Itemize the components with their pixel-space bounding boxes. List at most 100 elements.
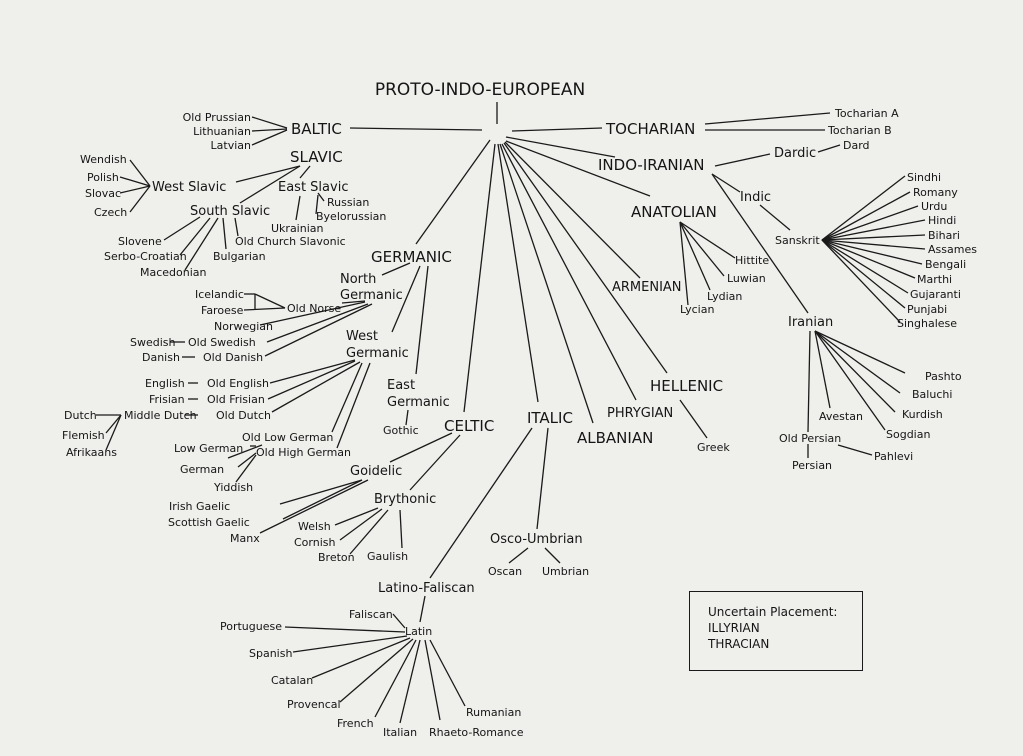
- node-osco-umbrian: Osco-Umbrian: [490, 532, 583, 547]
- node-ukrainian: Ukrainian: [271, 222, 324, 235]
- node-tocharian: TOCHARIAN: [605, 120, 695, 138]
- node-english: English: [145, 377, 185, 390]
- node-catalan: Catalan: [271, 674, 313, 687]
- node-south-slavic: South Slavic: [190, 204, 270, 219]
- node-portuguese: Portuguese: [220, 620, 282, 633]
- node-rumanian: Rumanian: [466, 706, 521, 719]
- node-dard: Dard: [843, 139, 870, 152]
- node-slavic: SLAVIC: [290, 148, 343, 166]
- node-old-norse: Old Norse: [287, 302, 341, 315]
- node-labels: PROTO-INDO-EUROPEAN Old Prussian Lithuan…: [62, 80, 977, 739]
- uncertain-item-illyrian: ILLYRIAN: [708, 621, 760, 635]
- node-german: German: [180, 463, 224, 476]
- node-swedish: Swedish: [130, 336, 176, 349]
- node-irish-gaelic: Irish Gaelic: [169, 500, 230, 513]
- uncertain-item-thracian: THRACIAN: [708, 637, 770, 651]
- node-low-german: Low German: [174, 442, 243, 455]
- node-rhaeto-romance: Rhaeto-Romance: [429, 726, 524, 739]
- node-norwegian: Norwegian: [214, 320, 273, 333]
- node-brythonic: Brythonic: [374, 492, 436, 507]
- node-bulgarian: Bulgarian: [213, 250, 266, 263]
- node-bengali: Bengali: [925, 258, 966, 271]
- node-goidelic: Goidelic: [350, 464, 402, 479]
- node-assames: Assames: [928, 243, 977, 256]
- node-faroese: Faroese: [201, 304, 244, 317]
- node-pahlevi: Pahlevi: [874, 450, 913, 463]
- node-latvian: Latvian: [211, 139, 251, 152]
- node-scottish-gaelic: Scottish Gaelic: [168, 516, 250, 529]
- node-spanish: Spanish: [249, 647, 292, 660]
- node-gaulish: Gaulish: [367, 550, 408, 563]
- node-slovac: Slovac: [85, 187, 121, 200]
- uncertain-placement-title: Uncertain Placement:: [708, 605, 838, 619]
- node-phrygian: PHRYGIAN: [607, 406, 673, 421]
- node-east-germanic-line1: East: [387, 378, 415, 393]
- node-yiddish: Yiddish: [213, 481, 253, 494]
- node-north-germanic-line2: Germanic: [340, 288, 403, 303]
- node-hindi: Hindi: [928, 214, 956, 227]
- node-slovene: Slovene: [118, 235, 162, 248]
- node-armenian: ARMENIAN: [612, 280, 682, 295]
- node-iranian: Iranian: [788, 315, 833, 330]
- node-manx: Manx: [230, 532, 260, 545]
- node-persian: Persian: [792, 459, 832, 472]
- node-romany: Romany: [913, 186, 958, 199]
- node-italic: ITALIC: [527, 409, 573, 427]
- node-avestan: Avestan: [819, 410, 863, 423]
- node-sanskrit: Sanskrit: [775, 234, 820, 247]
- node-old-english: Old English: [207, 377, 269, 390]
- node-welsh: Welsh: [298, 520, 331, 533]
- node-byelorussian: Byelorussian: [316, 210, 386, 223]
- node-middle-dutch: Middle Dutch: [124, 409, 197, 422]
- node-lydian: Lydian: [707, 290, 742, 303]
- node-afrikaans: Afrikaans: [66, 446, 117, 459]
- node-north-germanic-line1: North: [340, 272, 376, 287]
- node-frisian: Frisian: [149, 393, 185, 406]
- node-latin: Latin: [405, 625, 432, 638]
- node-anatolian: ANATOLIAN: [631, 203, 717, 221]
- node-latino-faliscan: Latino-Faliscan: [378, 581, 475, 596]
- node-breton: Breton: [318, 551, 355, 564]
- node-russian: Russian: [327, 196, 369, 209]
- node-italian: Italian: [383, 726, 417, 739]
- node-urdu: Urdu: [921, 200, 947, 213]
- node-pashto: Pashto: [925, 370, 962, 383]
- node-danish: Danish: [142, 351, 180, 364]
- node-gothic: Gothic: [383, 424, 419, 437]
- node-macedonian: Macedonian: [140, 266, 207, 279]
- node-hellenic: HELLENIC: [650, 377, 723, 395]
- node-faliscan: Faliscan: [349, 608, 393, 621]
- node-gujaranti: Gujaranti: [910, 288, 961, 301]
- node-albanian: ALBANIAN: [577, 429, 653, 447]
- node-polish: Polish: [87, 171, 119, 184]
- node-lycian: Lycian: [680, 303, 714, 316]
- node-old-church-slavonic: Old Church Slavonic: [235, 235, 346, 248]
- node-hittite: Hittite: [735, 254, 769, 267]
- node-tocharian-b: Tocharian B: [827, 124, 892, 137]
- node-old-low-german: Old Low German: [242, 431, 333, 444]
- node-old-high-german: Old High German: [256, 446, 351, 459]
- node-west-germanic-line1: West: [346, 329, 378, 344]
- node-icelandic: Icelandic: [195, 288, 244, 301]
- node-dutch: Dutch: [64, 409, 97, 422]
- node-singhalese: Singhalese: [897, 317, 957, 330]
- uncertain-placement-box: Uncertain Placement: ILLYRIAN THRACIAN: [689, 591, 863, 671]
- node-baluchi: Baluchi: [912, 388, 952, 401]
- node-punjabi: Punjabi: [907, 303, 947, 316]
- node-old-persian: Old Persian: [779, 432, 841, 445]
- node-wendish: Wendish: [80, 153, 127, 166]
- root-label: PROTO-INDO-EUROPEAN: [375, 80, 585, 100]
- node-provencal: Provencal: [287, 698, 341, 711]
- node-old-frisian: Old Frisian: [207, 393, 265, 406]
- node-marthi: Marthi: [917, 273, 952, 286]
- node-lithuanian: Lithuanian: [193, 125, 251, 138]
- node-indo-iranian: INDO-IRANIAN: [598, 156, 704, 174]
- node-cornish: Cornish: [294, 536, 335, 549]
- node-sindhi: Sindhi: [907, 171, 941, 184]
- node-kurdish: Kurdish: [902, 408, 943, 421]
- node-indic: Indic: [740, 190, 771, 205]
- node-flemish: Flemish: [62, 429, 105, 442]
- node-tocharian-a: Tocharian A: [834, 107, 899, 120]
- node-east-slavic: East Slavic: [278, 180, 348, 195]
